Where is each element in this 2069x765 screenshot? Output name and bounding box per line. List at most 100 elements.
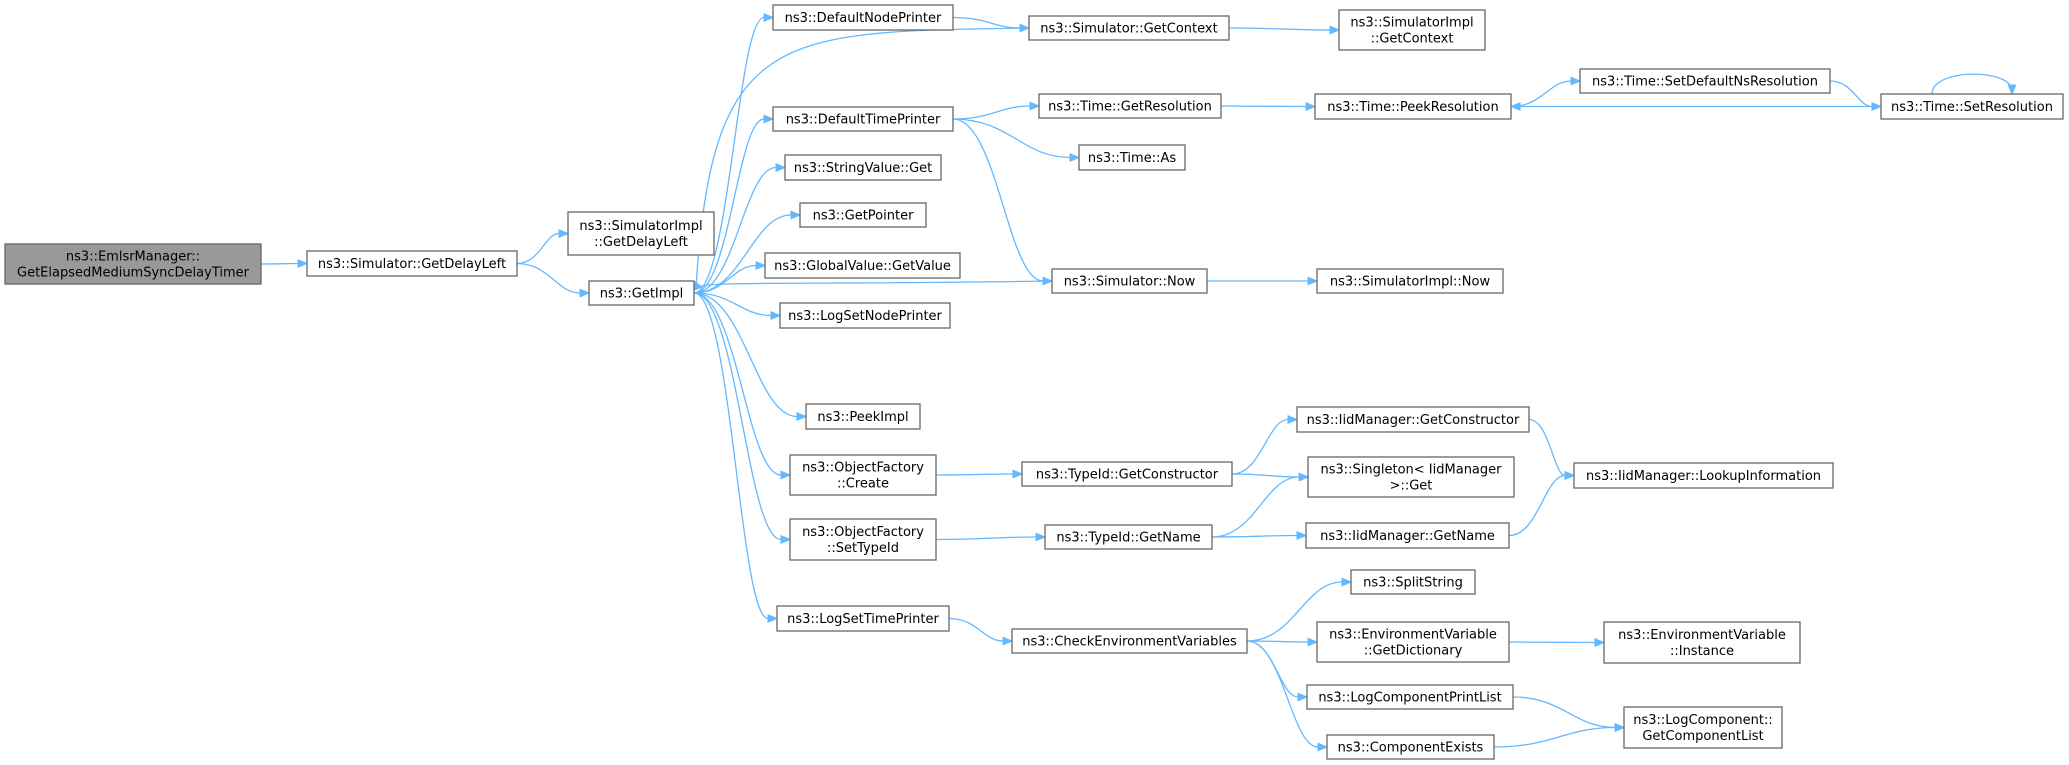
node-label-line: ns3::StringValue::Get	[794, 161, 932, 176]
node-label-line: ns3::GetImpl	[600, 287, 684, 302]
node-simimpl-getcontext[interactable]: ns3::SimulatorImpl::GetContext	[1338, 9, 1486, 51]
node-label-line: ::Instance	[1670, 644, 1734, 659]
edge-line	[260, 262, 299, 265]
edge-sim_now-to-getimpl	[691, 280, 1053, 292]
edge-line	[1211, 476, 1300, 538]
node-label-line: ns3::LogSetNodePrinter	[788, 309, 942, 324]
node-box	[1603, 621, 1801, 664]
node-time-setresolution[interactable]: ns3::Time::SetResolution	[1880, 93, 2064, 120]
node-logsettimeprinter[interactable]: ns3::LogSetTimePrinter	[776, 605, 950, 632]
node-typeid-getconstructor[interactable]: ns3::TypeId::GetConstructor	[1021, 461, 1233, 487]
edge-arrowhead	[1570, 76, 1582, 86]
node-box	[4, 243, 262, 285]
edge-iid_getconstructor-to-iid_lookupinfo	[1528, 418, 1576, 481]
node-box	[772, 106, 954, 132]
edge-arrowhead	[1329, 25, 1341, 35]
node-iid-getname[interactable]: ns3::IidManager::GetName	[1305, 522, 1510, 549]
edge-envvar_getdict-to-envvar_instance	[1508, 637, 1606, 648]
edge-line	[1246, 640, 1319, 748]
node-singleton-get[interactable]: ns3::Singleton< IidManager >::Get	[1307, 456, 1515, 498]
node-checkenvvars[interactable]: ns3::CheckEnvironmentVariables	[1011, 628, 1248, 654]
node-label-line: ns3::Time::SetDefaultNsResolution	[1592, 75, 1818, 90]
edge-arrowhead	[579, 288, 591, 298]
node-label-line: ns3::EnvironmentVariable	[1618, 628, 1786, 643]
node-box	[1305, 522, 1510, 549]
node-logcomponent-getlist[interactable]: ns3::LogComponent::GetComponentList	[1623, 706, 1783, 749]
edge-sim_getdelayleft-to-simimpl_getdelayleft	[516, 228, 570, 265]
node-root[interactable]: ns3::EmlsrManager::GetElapsedMediumSyncD…	[4, 243, 262, 285]
edge-line	[1246, 640, 1309, 643]
edge-arrowhead	[796, 411, 808, 422]
node-time-getresolution[interactable]: ns3::Time::GetResolution	[1038, 93, 1222, 119]
node-time-peekresolution[interactable]: ns3::Time::PeekResolution	[1314, 93, 1512, 120]
node-simimpl-getdelayleft[interactable]: ns3::SimulatorImpl::GetDelayLeft	[567, 211, 715, 256]
node-defaulttimeprinter[interactable]: ns3::DefaultTimePrinter	[772, 106, 954, 132]
edge-checkenvvars-to-envvar_getdict	[1246, 637, 1319, 647]
edge-arrowhead	[1305, 101, 1317, 112]
edge-line	[693, 292, 782, 476]
edge-getimpl-to-logsetnodeprinter	[693, 292, 782, 321]
edge-line	[1493, 726, 1616, 748]
edge-arrowhead	[780, 534, 792, 545]
edge-line	[935, 536, 1037, 541]
node-componentexists[interactable]: ns3::ComponentExists	[1326, 734, 1495, 760]
node-objfactory-create[interactable]: ns3::ObjectFactory::Create	[789, 454, 937, 496]
node-getimpl[interactable]: ns3::GetImpl	[588, 280, 695, 306]
edge-line	[693, 292, 772, 317]
edge-time_setresolution-to-time_setresolution	[1931, 73, 2017, 96]
node-globalvalue-getvalue[interactable]: ns3::GlobalValue::GetValue	[764, 252, 961, 279]
node-sim-now[interactable]: ns3::Simulator::Now	[1051, 268, 1208, 294]
node-box	[588, 280, 695, 306]
node-box	[1028, 15, 1230, 41]
node-time-as[interactable]: ns3::Time::As	[1078, 144, 1186, 171]
edge-arrowhead	[1035, 532, 1047, 542]
node-box	[306, 250, 518, 277]
node-logcomponentprintlist[interactable]: ns3::LogComponentPrintList	[1306, 684, 1514, 710]
node-simimpl-now[interactable]: ns3::SimulatorImpl::Now	[1316, 268, 1504, 294]
node-iid-lookupinfo[interactable]: ns3::IidManager::LookupInformation	[1573, 462, 1834, 489]
node-label-line: ::GetDictionary	[1364, 644, 1463, 659]
node-label-line: ns3::PeekImpl	[817, 410, 908, 425]
edge-typeid_getname-to-singleton_get	[1211, 472, 1310, 538]
edge-line	[1211, 534, 1298, 538]
edge-line	[935, 473, 1014, 476]
node-stringvalue-get[interactable]: ns3::StringValue::Get	[784, 154, 942, 181]
edge-checkenvvars-to-splitstring	[1246, 577, 1353, 642]
node-peekimpl[interactable]: ns3::PeekImpl	[805, 403, 921, 430]
node-label-line: ns3::SplitString	[1363, 576, 1463, 591]
node-time-setdefaultns[interactable]: ns3::Time::SetDefaultNsResolution	[1579, 68, 1831, 94]
node-label-line: ns3::EmlsrManager::	[66, 250, 200, 265]
edge-line	[1528, 418, 1566, 477]
node-envvar-getdict[interactable]: ns3::EnvironmentVariable::GetDictionary	[1316, 621, 1510, 663]
node-sim-getcontext[interactable]: ns3::Simulator::GetContext	[1028, 15, 1230, 41]
node-sim-getdelayleft[interactable]: ns3::Simulator::GetDelayLeft	[306, 250, 518, 277]
edge-logcomponentprintlist-to-logcomponent_getlist	[1512, 696, 1626, 733]
node-label-line: ns3::Time::SetResolution	[1891, 100, 2053, 115]
node-label-line: ns3::SimulatorImpl	[1350, 16, 1473, 31]
node-iid-getconstructor[interactable]: ns3::IidManager::GetConstructor	[1296, 406, 1530, 433]
node-label-line: ns3::IidManager::GetConstructor	[1307, 413, 1520, 428]
edge-arrowhead	[1069, 152, 1081, 163]
node-label-line: ns3::Time::GetResolution	[1048, 100, 1212, 115]
node-box	[764, 252, 961, 279]
node-label-line: ns3::TypeId::GetConstructor	[1036, 468, 1219, 483]
edge-defaulttimeprinter-to-time_getresolution	[952, 101, 1041, 120]
edge-time_setresolution-to-time_peekresolution	[1509, 101, 1881, 112]
node-label-line: ns3::ObjectFactory	[802, 525, 924, 540]
node-box	[1314, 93, 1512, 120]
node-label-line: ns3::CheckEnvironmentVariables	[1022, 635, 1237, 650]
edge-arrowhead	[1298, 472, 1310, 482]
node-envvar-instance[interactable]: ns3::EnvironmentVariable::Instance	[1603, 621, 1801, 664]
edge-arrowhead	[1594, 637, 1606, 648]
node-label-line: ns3::EnvironmentVariable	[1329, 628, 1497, 643]
node-logsetnodeprinter[interactable]: ns3::LogSetNodePrinter	[779, 302, 951, 329]
node-splitstring[interactable]: ns3::SplitString	[1350, 569, 1476, 595]
node-typeid-getname[interactable]: ns3::TypeId::GetName	[1044, 524, 1213, 550]
node-box	[1306, 684, 1514, 710]
node-defaultnodeprinter[interactable]: ns3::DefaultNodePrinter	[772, 4, 954, 31]
node-getpointer[interactable]: ns3::GetPointer	[799, 202, 927, 228]
node-objfactory-settypeid[interactable]: ns3::ObjectFactory::SetTypeId	[789, 518, 937, 561]
edge-line	[1512, 696, 1616, 729]
edge-time_getresolution-to-time_peekresolution	[1220, 101, 1317, 112]
nodes-layer: ns3::EmlsrManager::GetElapsedMediumSyncD…	[4, 4, 2064, 760]
